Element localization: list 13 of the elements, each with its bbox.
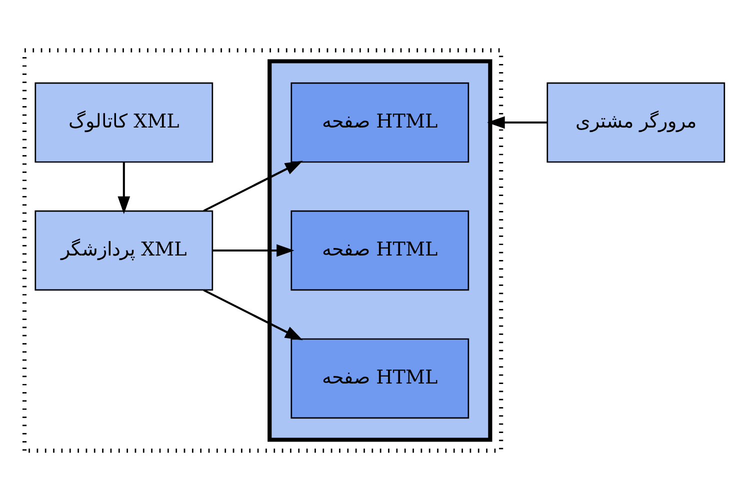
- arrow: [487, 116, 548, 129]
- arrow: [203, 289, 303, 340]
- arrow: [203, 160, 303, 212]
- node-box: کاتالوگ XML: [34, 82, 214, 163]
- node-box: صفحه HTML: [290, 82, 470, 163]
- arrow: [212, 244, 294, 257]
- arrow: [118, 162, 130, 214]
- node-box: صفحه HTML: [290, 210, 470, 291]
- cluster: [268, 59, 492, 442]
- node-box: صفحه HTML: [290, 338, 470, 419]
- cluster: [22, 48, 504, 453]
- node-box: پردازشگر XML: [34, 210, 214, 291]
- node-box: مرورگر مشتری: [546, 82, 726, 163]
